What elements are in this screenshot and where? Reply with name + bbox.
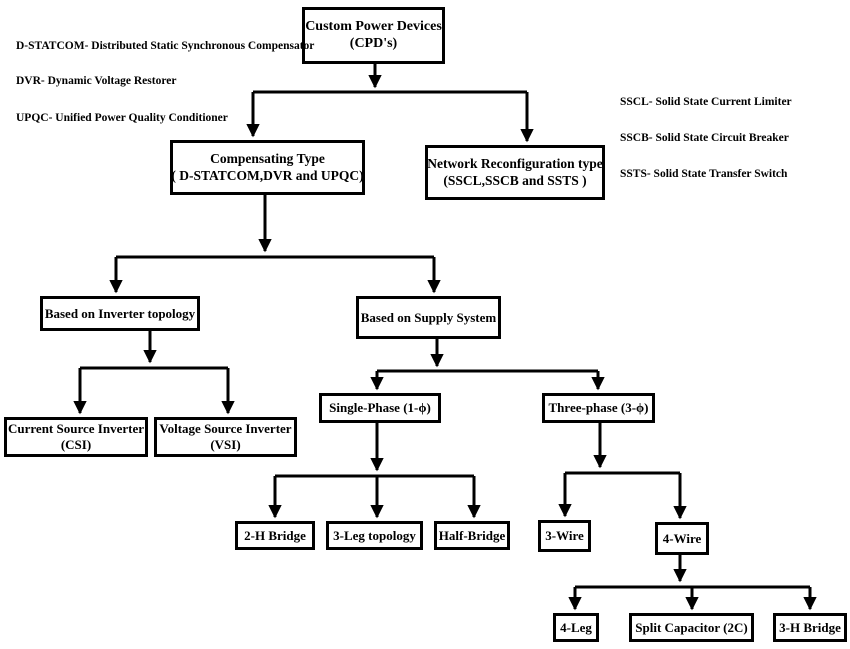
node-3-leg-topology-label: 3-Leg topology — [333, 527, 416, 543]
legend-sscl: SSCL- Solid State Current Limiter — [620, 96, 792, 108]
node-half-bridge-label: Half-Bridge — [438, 527, 506, 543]
node-three-phase: Three-phase (3-ϕ) — [542, 393, 655, 423]
legend-upqc: UPQC- Unified Power Quality Conditioner — [16, 112, 228, 124]
node-3-leg-topology: 3-Leg topology — [326, 521, 423, 550]
legend-dvr: DVR- Dynamic Voltage Restorer — [16, 75, 177, 87]
node-3-wire: 3-Wire — [538, 520, 591, 552]
node-voltage-source-inverter-title: Voltage Source Inverter — [159, 421, 292, 437]
node-2-h-bridge: 2-H Bridge — [235, 521, 315, 550]
node-three-phase-label: Three-phase (3-ϕ) — [548, 400, 649, 416]
node-custom-power-devices-abbr: (CPD's) — [349, 35, 398, 51]
node-network-reconfiguration-type-title: Network Reconfiguration type — [427, 156, 603, 172]
node-single-phase: Single-Phase (1-ϕ) — [319, 393, 441, 423]
node-3-h-bridge: 3-H Bridge — [773, 613, 847, 642]
legend-sscb: SSCB- Solid State Circuit Breaker — [620, 132, 789, 144]
node-based-on-supply-system: Based on Supply System — [356, 296, 501, 339]
node-4-leg: 4-Leg — [553, 613, 599, 642]
node-3-h-bridge-label: 3-H Bridge — [779, 619, 841, 635]
node-based-on-inverter-topology-label: Based on Inverter topology — [44, 305, 196, 321]
node-compensating-type-title: Compensating Type — [210, 151, 325, 167]
node-current-source-inverter: Current Source Inverter (CSI) — [4, 417, 148, 457]
node-4-leg-label: 4-Leg — [560, 619, 592, 635]
node-voltage-source-inverter: Voltage Source Inverter (VSI) — [154, 417, 297, 457]
node-half-bridge: Half-Bridge — [434, 521, 510, 550]
node-custom-power-devices: Custom Power Devices (CPD's) — [302, 7, 445, 64]
node-compensating-type: Compensating Type ( D-STATCOM,DVR and UP… — [170, 140, 365, 195]
node-single-phase-label: Single-Phase (1-ϕ) — [329, 400, 431, 416]
node-network-reconfiguration-type: Network Reconfiguration type (SSCL,SSCB … — [425, 145, 605, 200]
node-split-capacitor-label: Split Capacitor (2C) — [635, 619, 748, 635]
node-compensating-type-examples: ( D-STATCOM,DVR and UPQC) — [171, 167, 364, 183]
node-4-wire: 4-Wire — [655, 522, 709, 555]
node-current-source-inverter-title: Current Source Inverter — [8, 421, 144, 437]
node-network-reconfiguration-type-examples: (SSCL,SSCB and SSTS ) — [443, 172, 587, 188]
node-4-wire-label: 4-Wire — [662, 530, 702, 546]
node-2-h-bridge-label: 2-H Bridge — [244, 527, 306, 543]
legend-dstatcom: D-STATCOM- Distributed Static Synchronou… — [16, 40, 315, 52]
node-based-on-supply-system-label: Based on Supply System — [360, 309, 497, 325]
legend-ssts: SSTS- Solid State Transfer Switch — [620, 168, 788, 180]
node-based-on-inverter-topology: Based on Inverter topology — [40, 296, 200, 331]
node-custom-power-devices-title: Custom Power Devices — [305, 18, 442, 34]
node-3-wire-label: 3-Wire — [545, 528, 584, 544]
node-current-source-inverter-abbr: (CSI) — [60, 437, 92, 452]
node-voltage-source-inverter-abbr: (VSI) — [210, 437, 241, 452]
node-split-capacitor: Split Capacitor (2C) — [629, 613, 754, 642]
